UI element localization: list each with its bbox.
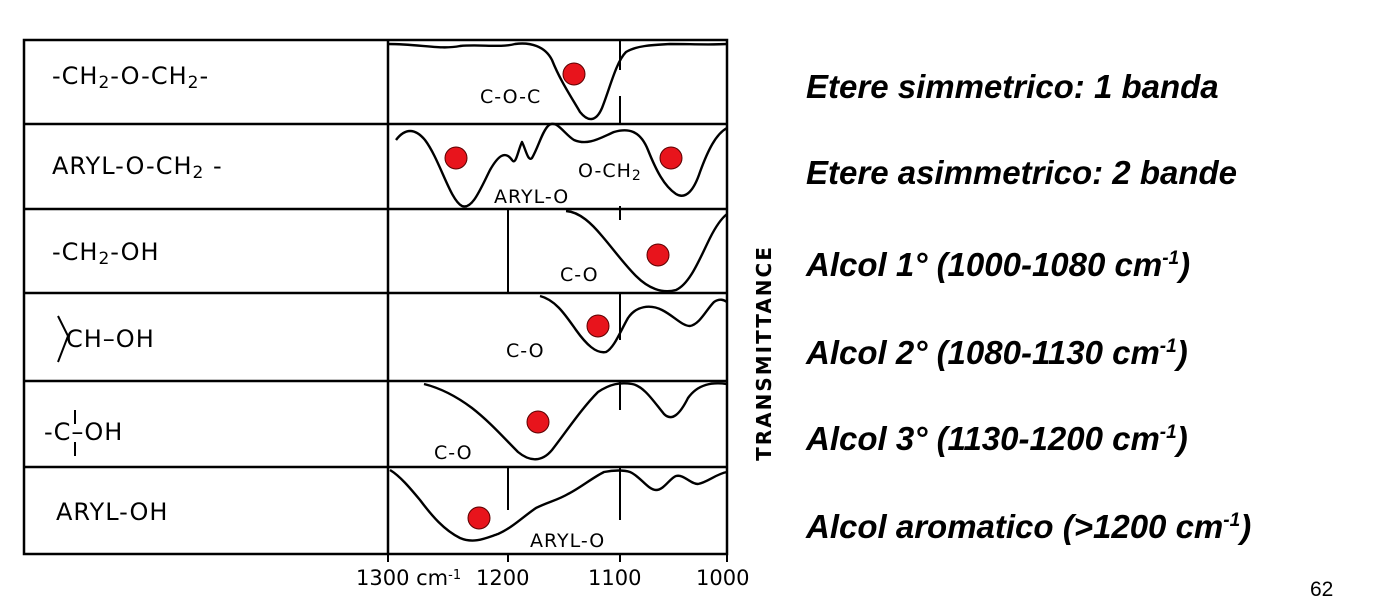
note-asymmetric-ether: Etere asimmetrico: 2 bande xyxy=(806,154,1237,191)
row-label-secondary-alcohol: CH–OH xyxy=(66,325,155,353)
note-primary-alcohol: Alcol 1° (1000-1080 cm-1) xyxy=(806,246,1190,284)
note-secondary-alcohol: Alcol 2° (1080-1130 cm-1) xyxy=(806,334,1188,372)
table-border xyxy=(22,38,729,556)
label-text: -CH xyxy=(52,62,99,90)
branch-bonds-secondary xyxy=(57,315,70,363)
peak-label-aryl-o-phenol: ARYL-O xyxy=(530,530,606,552)
band-marker xyxy=(562,62,586,86)
peak-label-coc: C-O-C xyxy=(480,86,542,108)
x-tick-superscript: -1 xyxy=(448,568,462,583)
band-marker xyxy=(646,243,670,267)
row-label-asymmetric-ether: ARYL-O-CH2 - xyxy=(52,152,223,183)
spectrum-curve-tertiary-alcohol xyxy=(423,382,728,461)
note-superscript: -1 xyxy=(1159,336,1177,357)
page-number: 62 xyxy=(1310,578,1334,601)
note-text: Alcol 1° (1000-1080 cm xyxy=(806,246,1163,283)
note-superscript: -1 xyxy=(1162,248,1180,269)
x-tick-1000: 1000 xyxy=(696,566,750,590)
note-text: Alcol 3° (1130-1200 cm xyxy=(806,420,1160,457)
peak-label-co-primary: C-O xyxy=(560,264,599,286)
band-marker xyxy=(526,410,550,434)
band-marker xyxy=(586,314,610,338)
label-text: -OH xyxy=(110,238,160,266)
label-text: -O-CH xyxy=(110,62,188,90)
x-tick-1200: 1200 xyxy=(476,566,530,590)
band-marker xyxy=(444,146,468,170)
spectrum-curve-ether-asym xyxy=(395,122,728,208)
ir-correlation-chart: -CH2-O-CH2- ARYL-O-CH2 - -CH2-OH CH–OH -… xyxy=(22,38,776,590)
band-markers xyxy=(444,62,683,530)
row-label-phenol: ARYL-OH xyxy=(56,498,168,526)
peak-label-text: O-CH xyxy=(578,160,632,182)
note-text: Alcol 2° (1080-1130 cm xyxy=(806,334,1160,371)
peak-label-subscript: 2 xyxy=(631,168,642,184)
spectrum-curve-primary-alcohol xyxy=(565,209,728,293)
label-subscript: 2 xyxy=(98,73,111,93)
note-symmetric-ether: Etere simmetrico: 1 banda xyxy=(806,68,1219,105)
x-tick-1100: 1100 xyxy=(588,566,642,590)
note-text: ) xyxy=(1176,334,1188,371)
label-text: ARYL-OH xyxy=(56,498,169,526)
note-aromatic-alcohol: Alcol aromatico (>1200 cm-1) xyxy=(806,508,1251,546)
peak-label-co-secondary: C-O xyxy=(506,340,545,362)
chart-frame xyxy=(22,38,729,562)
spectrum-curve-secondary-alcohol xyxy=(539,294,728,354)
spectrum-curve-ether-sym xyxy=(387,42,728,121)
y-axis-label: TRANSMITTANCE xyxy=(752,245,776,461)
label-text: CH–OH xyxy=(66,325,155,353)
label-subscript: 2 xyxy=(192,163,205,183)
label-subscript: 2 xyxy=(187,73,200,93)
band-marker xyxy=(659,146,683,170)
label-subscript: 2 xyxy=(98,249,111,269)
label-text: ARYL-O-CH xyxy=(52,152,193,180)
peak-label-o-ch2: O-CH2 xyxy=(578,160,642,184)
label-text: -C–OH xyxy=(44,418,124,446)
note-text: Alcol aromatico (>1200 cm xyxy=(806,508,1224,545)
row-label-tertiary-alcohol: -C–OH xyxy=(44,418,123,446)
note-superscript: -1 xyxy=(1223,510,1241,531)
label-text: -CH xyxy=(52,238,99,266)
note-text: ) xyxy=(1176,420,1188,457)
label-text: - xyxy=(204,152,223,180)
band-marker xyxy=(467,506,491,530)
note-text: ) xyxy=(1240,508,1252,545)
row-label-symmetric-ether: -CH2-O-CH2- xyxy=(52,62,209,93)
row-label-primary-alcohol: -CH2-OH xyxy=(52,238,160,269)
x-tick-1300: 1300 cm-1 xyxy=(356,566,461,590)
note-tertiary-alcohol: Alcol 3° (1130-1200 cm-1) xyxy=(806,420,1188,458)
peak-label-co-tertiary: C-O xyxy=(434,442,473,464)
note-superscript: -1 xyxy=(1159,422,1177,443)
spectrum-curve-phenol xyxy=(389,468,728,542)
x-tick-text: 1300 cm xyxy=(356,566,449,590)
label-text: - xyxy=(199,62,210,90)
note-text: ) xyxy=(1179,246,1191,283)
peak-label-aryl-o: ARYL-O xyxy=(494,186,570,208)
